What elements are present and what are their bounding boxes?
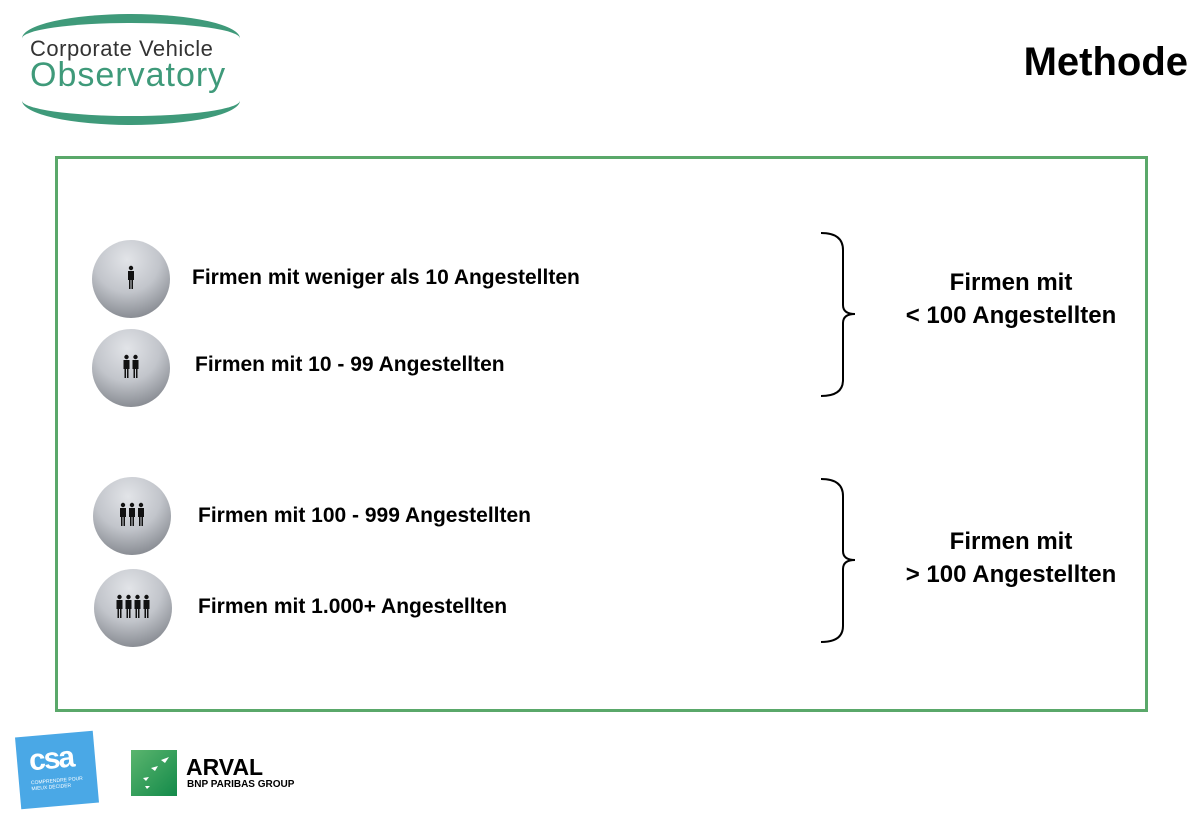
person-figure <box>128 265 134 289</box>
person-figure <box>134 594 141 618</box>
logo-bottom-arc <box>22 76 240 125</box>
group-line2: < 100 Angestellten <box>905 302 1117 329</box>
person-figure <box>138 502 144 526</box>
four-people-icon <box>94 569 172 647</box>
logo-top-arc <box>22 14 240 63</box>
csa-logo-text: csa <box>27 740 75 778</box>
arval-subtitle: BNP PARIBAS GROUP <box>187 779 295 790</box>
three-people-icon <box>93 477 171 555</box>
group-line2: > 100 Angestellten <box>905 561 1117 588</box>
group-line1: Firmen mit <box>949 269 1073 296</box>
logo-line1: Corporate Vehicle <box>30 36 214 61</box>
category-label: Firmen mit 10 - 99 Angestellten <box>195 353 505 376</box>
category-label: Firmen mit 100 - 999 Angestellten <box>198 504 531 527</box>
right-brace <box>820 478 855 643</box>
category-label: Firmen mit weniger als 10 Angestellten <box>192 266 580 289</box>
person-figure <box>120 502 126 526</box>
person-figure <box>116 594 123 618</box>
arval-name: ARVAL <box>186 754 264 780</box>
category-label: Firmen mit 1.000+ Angestellten <box>198 595 508 618</box>
content-frame <box>55 156 1148 712</box>
group-line1: Firmen mit <box>949 528 1073 555</box>
one-person-icon <box>92 240 170 318</box>
corporate-vehicle-observatory-logo: Corporate Vehicle Observatory <box>12 14 250 125</box>
person-figure <box>132 354 139 378</box>
csa-logo: csa COMPRENDRE POUR MIEUX DÉCIDER <box>15 730 99 810</box>
page-title: Methode <box>1023 40 1188 84</box>
person-figure <box>129 502 135 526</box>
person-figure <box>143 594 150 618</box>
group-summary-large: Firmen mit > 100 Angestellten <box>876 525 1146 591</box>
bnp-birds-logo-icon <box>131 750 177 796</box>
person-figure <box>123 354 130 378</box>
person-figure <box>125 594 132 618</box>
right-brace <box>820 232 855 397</box>
group-summary-small: Firmen mit < 100 Angestellten <box>876 266 1146 332</box>
two-people-icon <box>92 329 170 407</box>
